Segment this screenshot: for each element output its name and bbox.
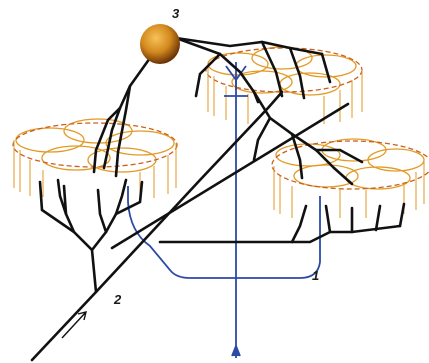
glomerulus-group-right (272, 139, 429, 218)
label-2: 2 (113, 292, 122, 307)
label-1: 1 (312, 268, 319, 283)
label-3: 3 (172, 6, 180, 21)
neuron-cell-body (140, 24, 180, 64)
axon-network (32, 38, 404, 360)
glomerulus-group-top-right (206, 47, 362, 124)
blue-fiber-1 (128, 62, 320, 358)
